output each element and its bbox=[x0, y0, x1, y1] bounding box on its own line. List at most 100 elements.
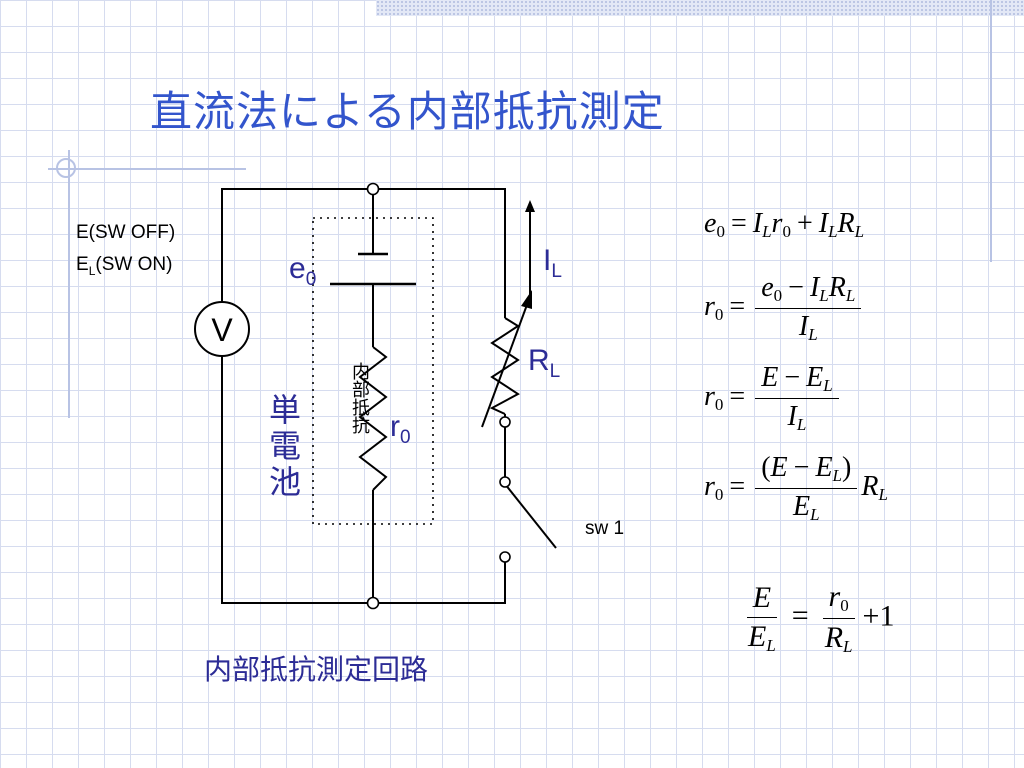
eq1-i2: I bbox=[818, 208, 829, 239]
label-e0-sub: 0 bbox=[305, 269, 317, 290]
wire-bottom-right bbox=[373, 557, 506, 604]
eq2-e: e bbox=[761, 272, 774, 303]
eq5-E: E bbox=[752, 581, 772, 614]
decorative-left-line bbox=[68, 150, 70, 418]
eq1-equals: = bbox=[730, 208, 747, 239]
eq2-i-sub: L bbox=[819, 286, 829, 305]
label-el-on: EL(SW ON) bbox=[76, 254, 172, 278]
eq5-den-R-sub: L bbox=[843, 637, 853, 656]
eq4-rparen: ) bbox=[842, 452, 852, 483]
eq1-r-sub: 0 bbox=[782, 222, 791, 241]
label-sw1: sw 1 bbox=[585, 518, 625, 539]
eq5-r: r bbox=[828, 580, 841, 613]
eq2-equals: = bbox=[729, 290, 746, 322]
eq2-i: I bbox=[809, 272, 820, 303]
internal-dotted-box bbox=[312, 217, 434, 525]
eq4-E2-sub: L bbox=[832, 466, 843, 485]
resistor-rl bbox=[489, 317, 520, 415]
switch-terminal-top bbox=[499, 476, 511, 488]
eq2-minus: − bbox=[788, 272, 804, 303]
label-r0-sub: 0 bbox=[400, 427, 411, 448]
eq4-lparen: ( bbox=[761, 452, 771, 483]
node-top bbox=[366, 182, 380, 196]
eq2-e-sub: 0 bbox=[773, 286, 783, 305]
switch-terminal-bottom bbox=[499, 551, 511, 563]
label-el-rest: (SW ON) bbox=[95, 254, 173, 275]
eq4-R: R bbox=[861, 470, 879, 502]
eq1-i2-sub: L bbox=[828, 222, 838, 241]
eq1-R: R bbox=[837, 208, 855, 239]
eq2-den-i: I bbox=[798, 311, 809, 342]
label-r0: r0 bbox=[390, 410, 411, 449]
label-r0-main: r bbox=[390, 410, 400, 443]
eq4-den-E: E bbox=[792, 491, 811, 522]
node-bottom bbox=[366, 596, 380, 610]
variable-arrow-line bbox=[481, 301, 529, 428]
wire-top-right bbox=[373, 188, 506, 318]
voltmeter-label: V bbox=[211, 312, 233, 348]
decorative-vertical-line bbox=[990, 0, 992, 262]
voltmeter-circle bbox=[194, 301, 250, 357]
decorative-horizontal-line bbox=[48, 168, 246, 170]
eq4-E2: E bbox=[815, 452, 833, 483]
eq2-r: r bbox=[704, 290, 715, 322]
eq1-R-sub: L bbox=[854, 222, 865, 241]
eq5-den-E-sub: L bbox=[766, 636, 776, 655]
label-internal-resistance: 内部抵抗 bbox=[349, 362, 370, 434]
variable-arrow-head bbox=[521, 290, 532, 309]
eq3-den-i-sub: L bbox=[796, 415, 807, 434]
label-il: IL bbox=[543, 244, 562, 283]
circuit-caption: 内部抵抗測定回路 bbox=[204, 653, 429, 686]
equation-1: e0=ILr0+ILRL bbox=[704, 208, 864, 242]
terminal-rl-bottom bbox=[499, 416, 511, 428]
eq4-r-sub: 0 bbox=[714, 484, 724, 504]
label-single-cell: 単電池 bbox=[268, 391, 301, 501]
label-e0: e0 bbox=[289, 252, 316, 291]
eq3-E: E bbox=[761, 362, 779, 393]
eq2-r-sub: 0 bbox=[714, 304, 724, 324]
eq3-E2-sub: L bbox=[823, 376, 833, 395]
decorative-ring bbox=[56, 158, 76, 178]
label-el-sub: L bbox=[88, 263, 96, 278]
eq3-minus: − bbox=[784, 362, 801, 393]
eq3-equals: = bbox=[729, 380, 746, 412]
eq3-r-sub: 0 bbox=[714, 394, 724, 414]
eq5-equals: = bbox=[791, 599, 809, 633]
label-rl: RL bbox=[528, 344, 560, 383]
label-il-sub: L bbox=[551, 261, 562, 282]
eq4-E: E bbox=[770, 452, 788, 483]
eq5-plus: + bbox=[862, 599, 880, 633]
page-title: 直流法による内部抵抗測定 bbox=[150, 87, 665, 136]
eq1-e-sub: 0 bbox=[716, 222, 725, 241]
eq1-i-sub: L bbox=[762, 222, 772, 241]
eq1-e: e bbox=[704, 208, 717, 239]
eq4-fraction: (E−EL)EL bbox=[755, 452, 858, 525]
eq1-plus: + bbox=[796, 208, 813, 239]
label-il-main: I bbox=[543, 244, 552, 277]
eq3-r: r bbox=[704, 380, 715, 412]
wire-top-left bbox=[221, 188, 373, 302]
eq5-one: 1 bbox=[879, 599, 895, 633]
eq2-R: R bbox=[828, 272, 846, 303]
decorative-top-band bbox=[376, 0, 1024, 16]
label-rl-main: R bbox=[528, 344, 550, 377]
eq2-den-i-sub: L bbox=[808, 325, 818, 344]
eq3-den-i: I bbox=[787, 401, 797, 432]
resistor-r0 bbox=[358, 346, 388, 491]
eq4-den-E-sub: L bbox=[810, 505, 820, 524]
eq2-R-sub: L bbox=[845, 286, 856, 305]
current-arrow-head bbox=[525, 200, 535, 212]
label-e-off: E(SW OFF) bbox=[76, 222, 176, 243]
eq4-R-sub: L bbox=[878, 484, 888, 504]
eq4-equals: = bbox=[729, 470, 746, 502]
eq3-E2: E bbox=[806, 362, 824, 393]
eq5-r-sub: 0 bbox=[840, 596, 849, 615]
